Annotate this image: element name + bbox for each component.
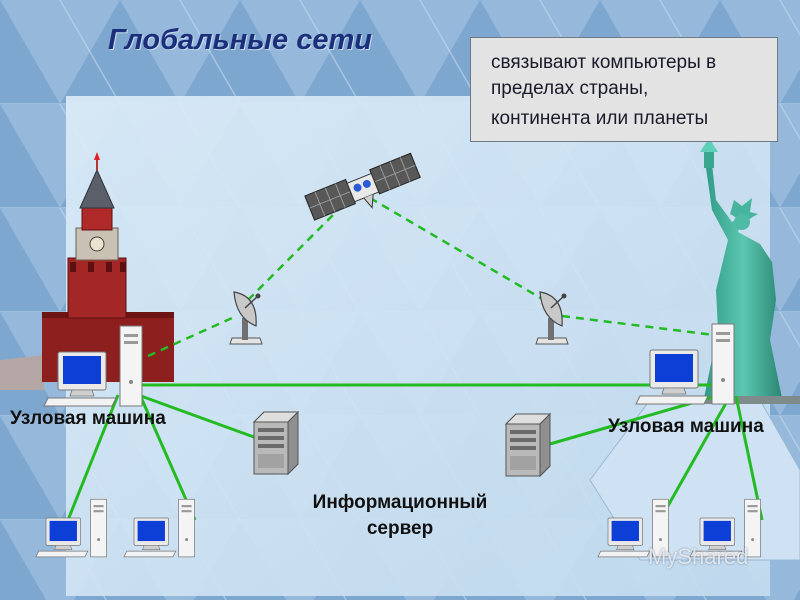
- server-label-line: сервер: [366, 518, 434, 539]
- server-label-line: Информационный: [312, 492, 488, 513]
- kremlin-tower-icon: [0, 152, 174, 390]
- server-icon: [505, 413, 551, 477]
- slide-title: Глобальные сети: [108, 24, 372, 56]
- definition-box: связывают компьютеры в пределах страны, …: [470, 37, 778, 142]
- server-icon: [253, 411, 299, 475]
- definition-line: пределах страны,: [491, 78, 649, 99]
- node-label-right: Узловая машина: [608, 416, 764, 437]
- server-label: Информационный сервер: [290, 490, 510, 542]
- watermark: MyShared: [648, 544, 749, 569]
- definition-line: континента или планеты: [491, 108, 709, 129]
- definition-line: связывают компьютеры в: [491, 52, 717, 73]
- wireless-links: [147, 196, 723, 358]
- node-label-left: Узловая машина: [10, 408, 166, 429]
- satellite-icon: [304, 152, 421, 221]
